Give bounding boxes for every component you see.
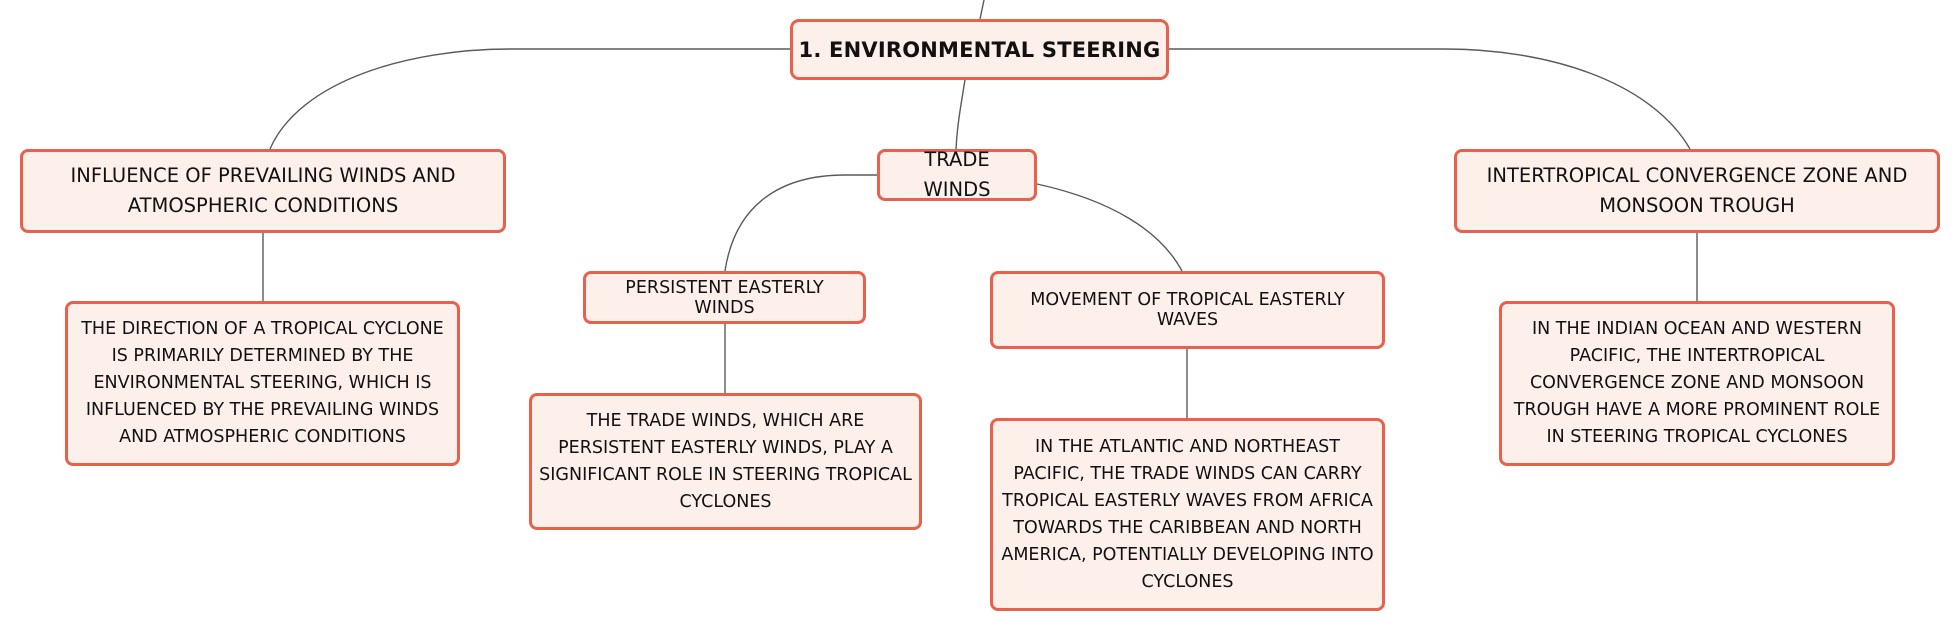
- subtopic-label-persistent-easterly-winds: PERSISTENT EASTERLY WINDS: [625, 277, 824, 318]
- branch-node-trade-winds[interactable]: TRADE WINDS: [877, 148, 1037, 201]
- detail-text-prevailing-winds: THE DIRECTION OF A TROPICAL CYCLONE IS P…: [81, 319, 444, 447]
- connector-trade-winds-to-easterly-waves: [1036, 183, 1183, 272]
- detail-text-tropical-easterly-waves: IN THE ATLANTIC AND NORTHEAST PACIFIC, T…: [1001, 436, 1374, 592]
- detail-node-persistent-easterly-winds[interactable]: THE TRADE WINDS, WHICH ARE PERSISTENT EA…: [529, 393, 922, 530]
- detail-node-prevailing-winds[interactable]: THE DIRECTION OF A TROPICAL CYCLONE IS P…: [65, 301, 460, 466]
- detail-node-itcz-monsoon[interactable]: IN THE INDIAN OCEAN AND WESTERN PACIFIC,…: [1499, 301, 1895, 466]
- detail-text-persistent-easterly-winds: THE TRADE WINDS, WHICH ARE PERSISTENT EA…: [539, 410, 912, 512]
- root-topic-node[interactable]: 1. ENVIRONMENTAL STEERING: [790, 19, 1169, 80]
- branch-node-prevailing-winds[interactable]: INFLUENCE OF PREVAILING WINDS AND ATMOSP…: [20, 149, 506, 233]
- subtopic-node-tropical-easterly-waves[interactable]: MOVEMENT OF TROPICAL EASTERLY WAVES: [990, 271, 1385, 349]
- connector-trade-winds-to-persistent-easterly: [724, 174, 877, 272]
- branch-label-trade-winds: TRADE WINDS: [923, 148, 991, 201]
- subtopic-label-tropical-easterly-waves: MOVEMENT OF TROPICAL EASTERLY WAVES: [1030, 290, 1345, 330]
- connector-root-to-trade-winds: [955, 79, 966, 150]
- detail-text-itcz-monsoon: IN THE INDIAN OCEAN AND WESTERN PACIFIC,…: [1513, 319, 1881, 447]
- connector-root-to-left-branch: [269, 48, 790, 150]
- branch-node-itcz-monsoon[interactable]: INTERTROPICAL CONVERGENCE ZONE AND MONSO…: [1454, 149, 1940, 233]
- detail-node-tropical-easterly-waves[interactable]: IN THE ATLANTIC AND NORTHEAST PACIFIC, T…: [990, 418, 1385, 611]
- subtopic-node-persistent-easterly-winds[interactable]: PERSISTENT EASTERLY WINDS: [583, 271, 866, 324]
- branch-label-itcz-monsoon: INTERTROPICAL CONVERGENCE ZONE AND MONSO…: [1486, 164, 1908, 217]
- root-topic-label: 1. ENVIRONMENTAL STEERING: [798, 37, 1161, 62]
- connector-root-to-right-branch: [1169, 48, 1691, 150]
- branch-label-prevailing-winds: INFLUENCE OF PREVAILING WINDS AND ATMOSP…: [70, 164, 456, 217]
- connector-parent-to-root: [979, 0, 985, 20]
